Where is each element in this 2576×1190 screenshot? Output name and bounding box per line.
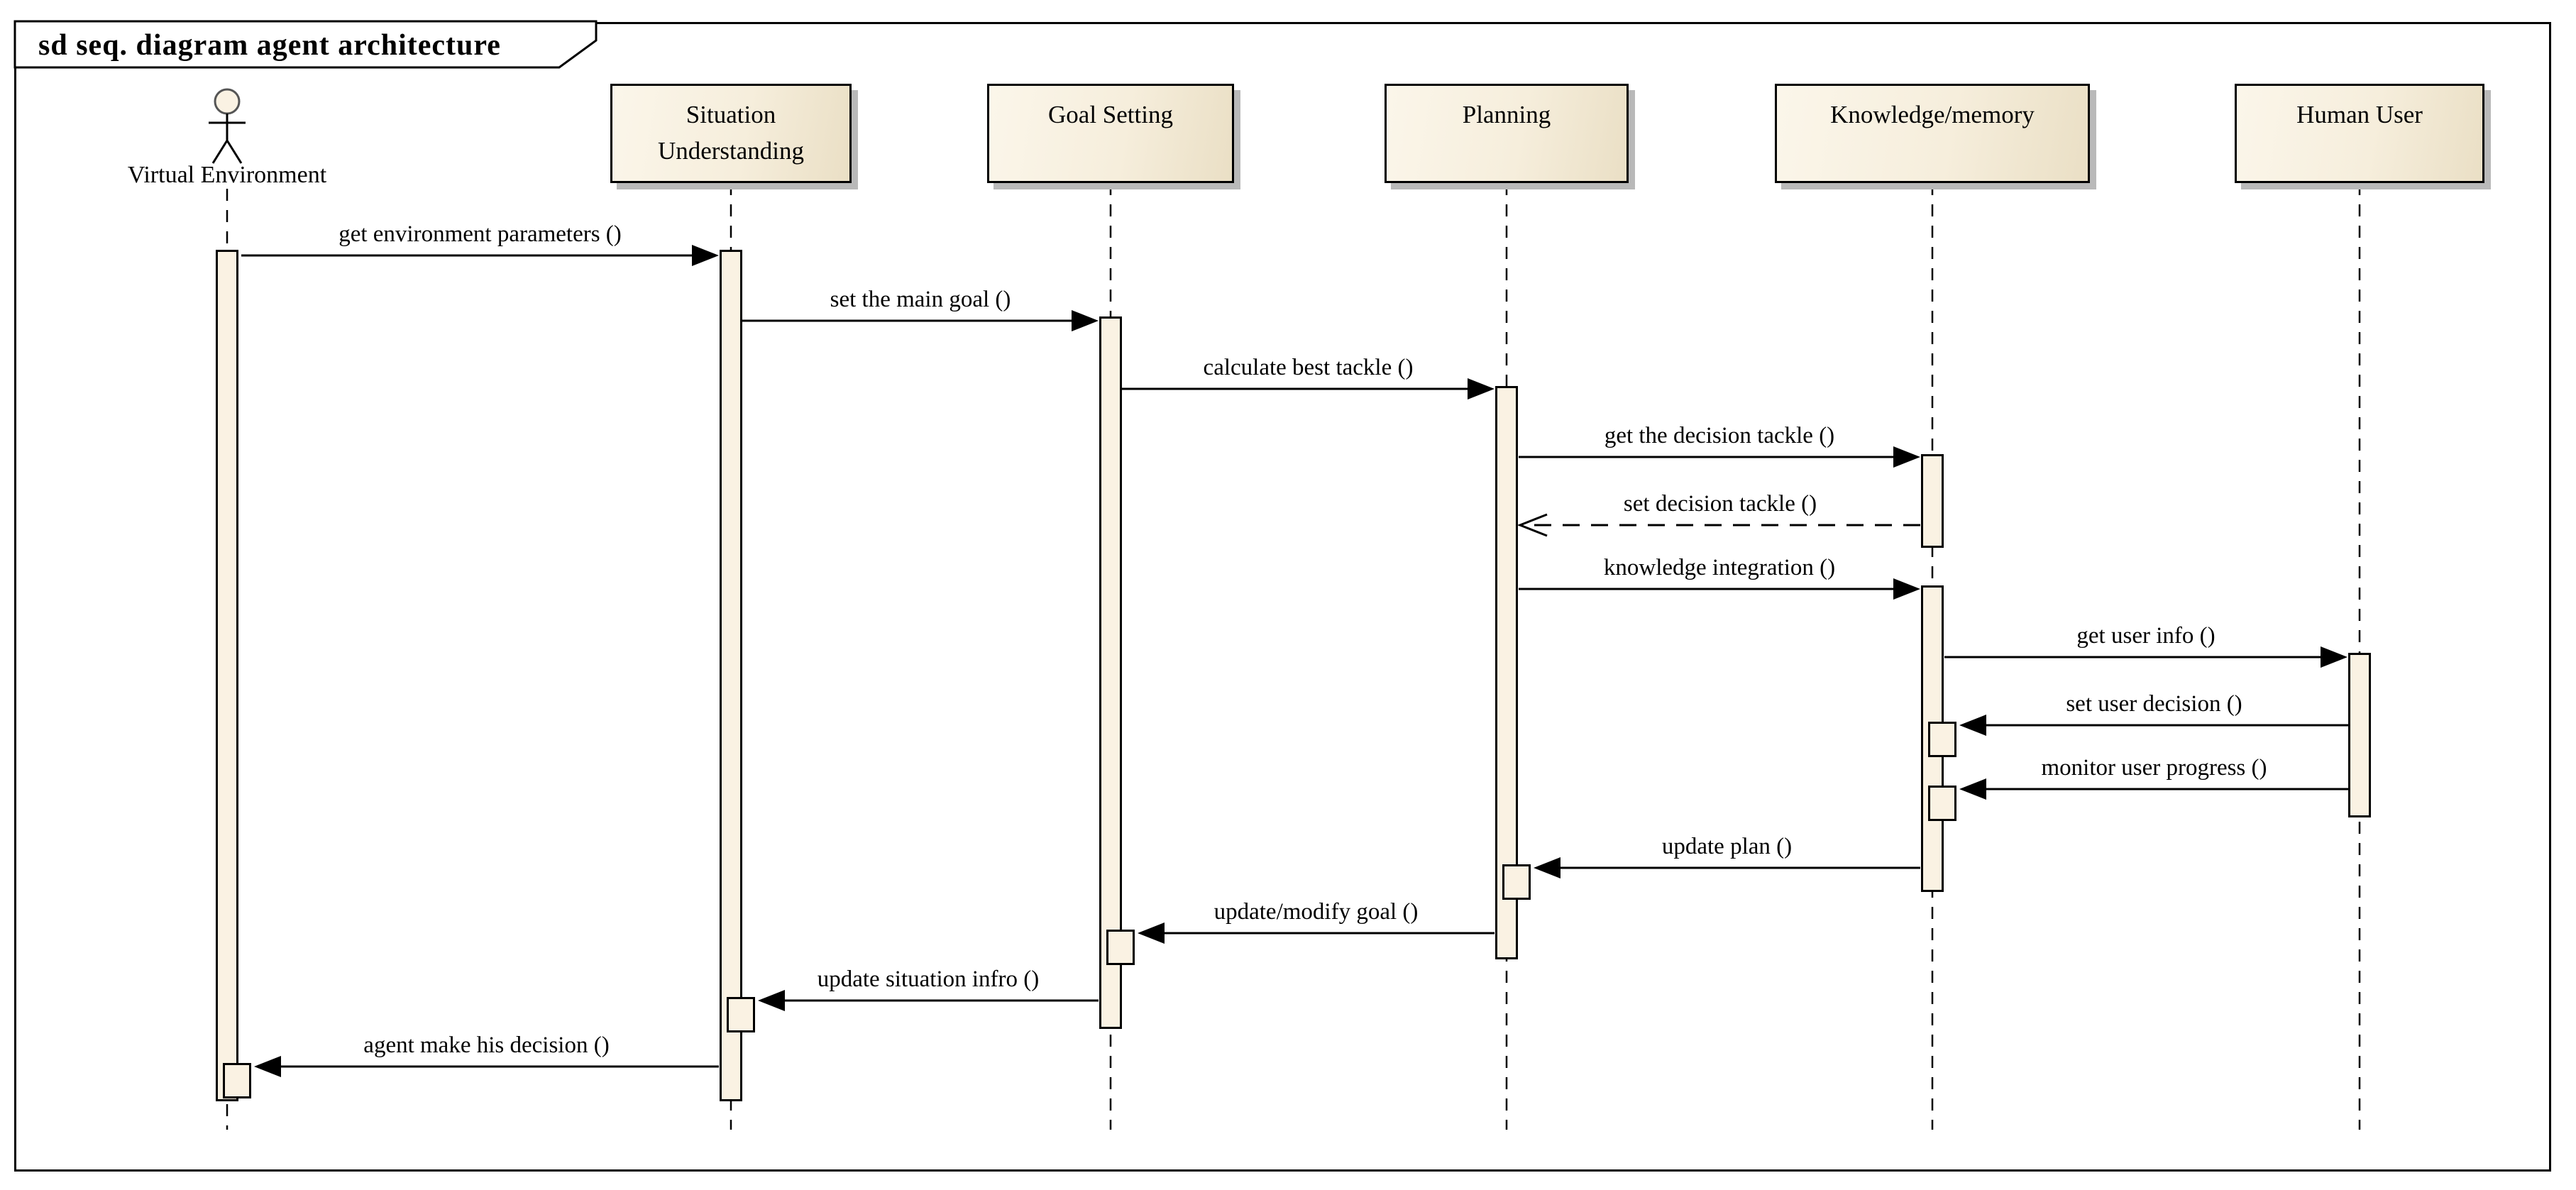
nested-activation-situation-understanding-4 — [727, 997, 755, 1032]
participant-box-planning: Planning — [1385, 84, 1629, 183]
participant-box-knowledge-memory: Knowledge/memory — [1775, 84, 2090, 183]
message-label-9: update plan () — [1656, 834, 1798, 859]
message-label-10: update/modify goal () — [1208, 899, 1424, 925]
message-label-7: set user decision () — [2060, 691, 2248, 717]
activation-bar-knowledge-memory-4 — [1921, 454, 1944, 548]
frame-title: sd seq. diagram agent architecture — [38, 29, 501, 62]
participant-label-goal-setting: Goal Setting — [1048, 101, 1173, 128]
message-label-11: update situation infro () — [811, 966, 1045, 992]
activation-bar-situation-understanding-1 — [720, 250, 742, 1101]
nested-activation-planning-2 — [1502, 864, 1531, 900]
participant-label-planning: Planning — [1462, 101, 1551, 128]
frame-title-tab — [13, 20, 598, 69]
participant-box-situation-understanding: Situation Understanding — [610, 84, 852, 183]
nested-activation-goal-setting-3 — [1106, 930, 1135, 965]
message-label-0: get environment parameters () — [333, 221, 627, 247]
message-label-4: set decision tackle () — [1617, 491, 1823, 517]
message-label-5: knowledge integration () — [1597, 555, 1842, 580]
frame-title-tab-shape — [13, 20, 598, 69]
message-label-3: get the decision tackle () — [1598, 423, 1841, 448]
nested-activation-knowledge-memory-0 — [1928, 722, 1956, 757]
participant-label-knowledge-memory: Knowledge/memory — [1830, 101, 2035, 128]
message-label-6: get user info () — [2071, 623, 2221, 649]
activation-bar-virtual-environment-0 — [216, 250, 238, 1101]
diagram-frame — [14, 22, 2551, 1172]
message-label-8: monitor user progress () — [2035, 755, 2273, 781]
activation-bar-human-user-6 — [2348, 653, 2371, 817]
nested-activation-knowledge-memory-1 — [1928, 786, 1956, 821]
nested-activation-virtual-environment-5 — [223, 1063, 251, 1098]
participant-label-human-user: Human User — [2296, 101, 2423, 128]
message-label-12: agent make his decision () — [358, 1032, 615, 1058]
message-label-2: calculate best tackle () — [1197, 355, 1419, 380]
participant-box-human-user: Human User — [2235, 84, 2484, 183]
activation-bar-goal-setting-2 — [1099, 316, 1122, 1029]
message-label-1: set the main goal () — [824, 287, 1017, 312]
participant-label-virtual-environment: Virtual Environment — [127, 162, 327, 188]
participant-label-situation-understanding: Situation Understanding — [657, 101, 805, 165]
actor-icon — [209, 88, 246, 164]
participant-box-goal-setting: Goal Setting — [987, 84, 1234, 183]
